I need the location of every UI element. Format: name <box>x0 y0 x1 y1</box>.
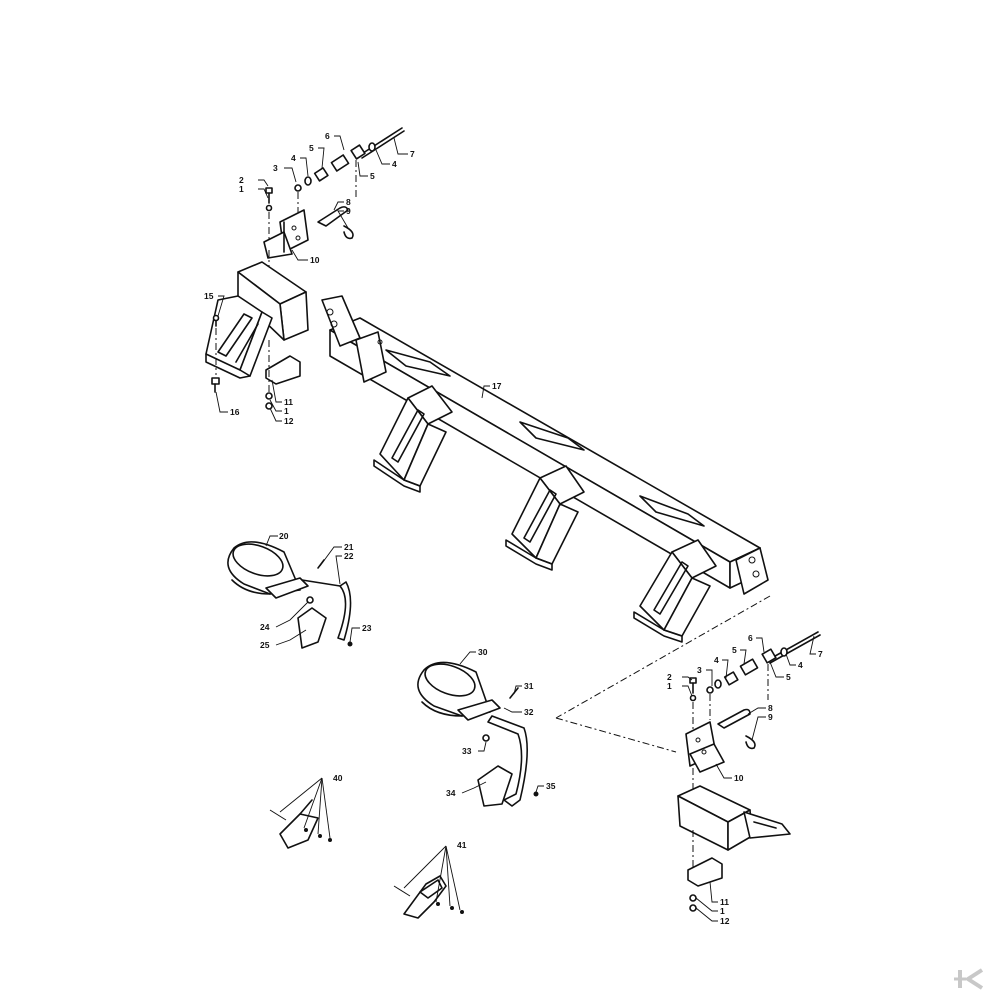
label-7: 7 <box>410 149 415 159</box>
label-11: 11 <box>720 897 729 907</box>
label-25: 25 <box>260 640 270 650</box>
label-15: 15 <box>204 291 214 301</box>
label-2: 2 <box>667 672 672 682</box>
label-12: 12 <box>284 416 294 426</box>
label-1: 1 <box>667 681 672 691</box>
label-1: 1 <box>284 406 289 416</box>
tine-left <box>227 541 353 649</box>
label-40: 40 <box>333 773 343 783</box>
label-5: 5 <box>732 645 737 655</box>
label-30: 30 <box>478 647 488 657</box>
label-3: 3 <box>697 665 702 675</box>
left-mounting-bracket <box>205 261 309 410</box>
share-41 <box>393 875 464 919</box>
label-24: 24 <box>260 622 270 632</box>
part-numbers: 2 1 3 4 5 6 5 4 7 8 9 10 15 16 11 1 12 1… <box>204 131 823 926</box>
label-4: 4 <box>714 655 719 665</box>
label-10: 10 <box>310 255 320 265</box>
label-6: 6 <box>748 633 753 643</box>
label-1: 1 <box>239 184 244 194</box>
label-33: 33 <box>462 746 472 756</box>
label-11: 11 <box>284 397 293 407</box>
label-35: 35 <box>546 781 556 791</box>
tine-center <box>417 661 539 807</box>
label-5: 5 <box>309 143 314 153</box>
label-6: 6 <box>325 131 330 141</box>
main-frame <box>321 295 769 643</box>
right-hitch-assembly <box>677 631 821 912</box>
label-9: 9 <box>346 206 351 216</box>
label-3: 3 <box>273 163 278 173</box>
label-12: 12 <box>720 916 730 926</box>
label-9: 9 <box>768 712 773 722</box>
label-31: 31 <box>524 681 534 691</box>
label-4: 4 <box>392 159 397 169</box>
label-41: 41 <box>457 840 467 850</box>
label-1: 1 <box>720 906 725 916</box>
label-17: 17 <box>492 381 502 391</box>
share-40 <box>269 799 332 849</box>
label-8: 8 <box>346 197 351 207</box>
leader-lines <box>215 135 816 922</box>
label-4: 4 <box>291 153 296 163</box>
label-8: 8 <box>768 703 773 713</box>
label-2: 2 <box>239 175 244 185</box>
label-21: 21 <box>344 542 354 552</box>
label-20: 20 <box>279 531 289 541</box>
label-16: 16 <box>230 407 240 417</box>
top-hitch-assembly <box>263 127 405 285</box>
label-4: 4 <box>798 660 803 670</box>
label-32: 32 <box>524 707 534 717</box>
label-5: 5 <box>786 672 791 682</box>
label-23: 23 <box>362 623 372 633</box>
label-5: 5 <box>370 171 375 181</box>
label-34: 34 <box>446 788 456 798</box>
label-10: 10 <box>734 773 744 783</box>
label-22: 22 <box>344 551 354 561</box>
label-7: 7 <box>818 649 823 659</box>
brand-logo <box>952 966 988 992</box>
